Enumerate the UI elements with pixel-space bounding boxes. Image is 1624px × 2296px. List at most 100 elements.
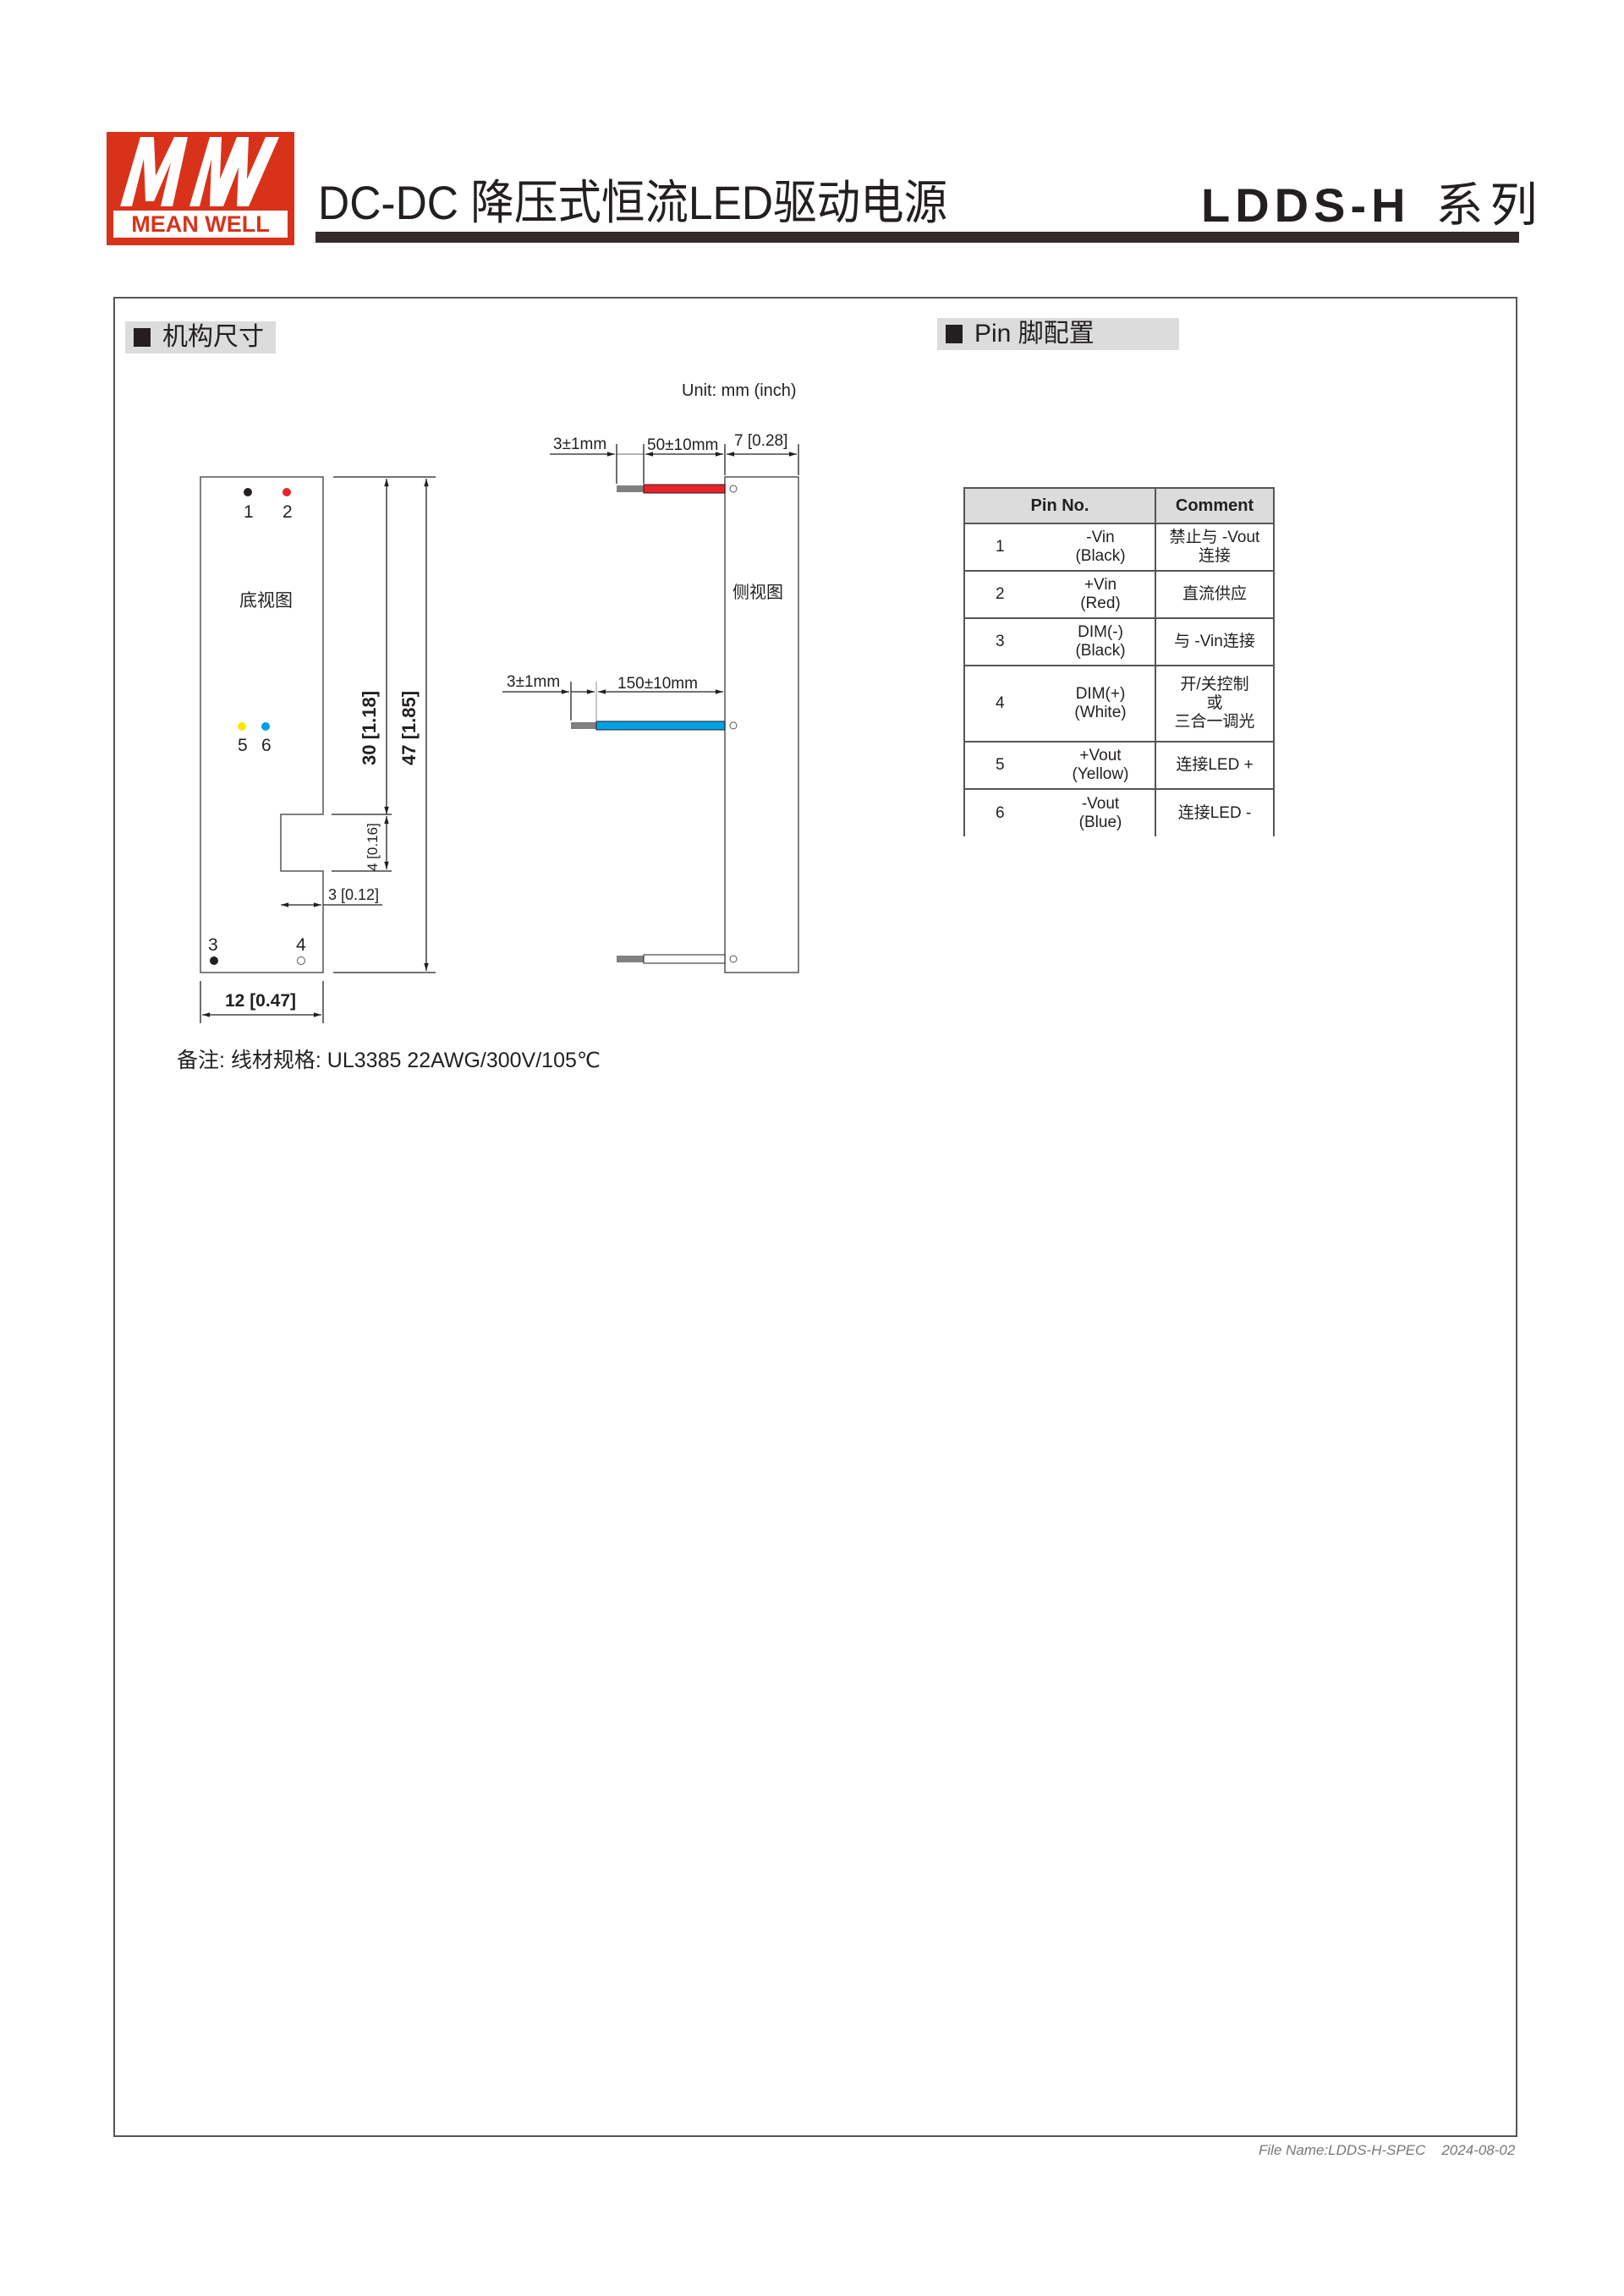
pin-signal: +Vout	[1079, 747, 1122, 764]
pin-5-dot	[238, 722, 246, 731]
footer-file-name: File Name:LDDS-H-SPEC	[1259, 2142, 1426, 2158]
dim-width-12: 12 [0.47]	[225, 991, 296, 1011]
pin-comment-line: 连接	[1198, 547, 1231, 565]
wire-spec-note: 备注: 线材规格: UL3385 22AWG/300V/105℃	[177, 1049, 601, 1072]
pin-signal: DIM(-)	[1078, 623, 1123, 641]
red-wire	[617, 484, 726, 494]
series-title: LDDS-H 系列	[1201, 176, 1544, 235]
column-header-comment: Comment	[1155, 487, 1275, 524]
pin-wire-color: (Red)	[1080, 595, 1121, 612]
pin-wire-color: (Black)	[1075, 642, 1126, 660]
dim-wire-short: 50±10mm	[647, 436, 718, 454]
section-title: Pin 脚配置	[974, 320, 1095, 348]
column-header-pin-no: Pin No.	[963, 487, 1156, 524]
pin-number: 5	[963, 741, 1046, 790]
pin-number: 2	[963, 570, 1046, 619]
unit-label: Unit: mm (inch)	[682, 381, 797, 400]
section-header-pin-config: Pin 脚配置	[937, 318, 1179, 350]
pin-comment-line: 连接LED -	[1177, 803, 1252, 822]
pin-comment: 与 -Vin连接	[1155, 617, 1275, 666]
dim-strip-mid: 3±1mm	[507, 673, 560, 691]
pin-3-dot	[210, 956, 218, 965]
pin-name: DIM(-)(Black)	[1046, 617, 1156, 666]
terminal-icon	[729, 485, 738, 493]
pin-4-dot	[297, 956, 305, 965]
pin-2-dot	[283, 488, 291, 496]
dim-height-47: 47 [1.85]	[398, 691, 420, 765]
pin-1-dot	[244, 488, 252, 496]
pin-comment-line: 直流供应	[1182, 585, 1247, 603]
section-header-mechanical: 机构尺寸	[125, 321, 276, 353]
pin-comment: 连接LED +	[1155, 741, 1275, 790]
terminal-icon	[729, 721, 738, 730]
dim-strip-top: 3±1mm	[553, 436, 606, 453]
pin-comment: 连接LED -	[1155, 788, 1275, 836]
content-frame	[113, 297, 1517, 2137]
pin-signal: DIM(+)	[1075, 685, 1126, 703]
pin-2-label: 2	[283, 502, 293, 522]
pin-number: 1	[963, 523, 1046, 572]
pin-name: +Vin(Red)	[1046, 570, 1156, 619]
white-wire	[617, 954, 726, 964]
bottom-view-outline	[200, 476, 324, 973]
pin-wire-color: (White)	[1074, 704, 1127, 721]
table-header-row: Pin No. Comment	[963, 487, 1275, 524]
pin-name: +Vout(Yellow)	[1046, 741, 1156, 790]
pin-comment: 直流供应	[1155, 570, 1275, 619]
dim-wire-long: 150±10mm	[617, 675, 698, 693]
header-divider	[315, 232, 1519, 243]
mechanical-drawing: Unit: mm (inch) 1 2 底视图 5 6 3 4 30 [1.18…	[177, 381, 799, 1072]
pin-number: 6	[963, 788, 1046, 836]
square-bullet-icon	[946, 325, 963, 343]
pin-wire-color: (Yellow)	[1072, 765, 1129, 783]
logo-brand-text: MEAN WELL	[113, 211, 288, 238]
pin-number: 4	[963, 665, 1046, 743]
pin-6-dot	[261, 722, 270, 731]
pin-comment-line: 开/关控制	[1180, 676, 1249, 693]
document-title: DC-DC 降压式恒流LED驱动电源	[318, 176, 948, 229]
pin-comment-line: 连接LED +	[1176, 756, 1254, 774]
dim-notch-3: 3 [0.12]	[328, 886, 379, 903]
table-row: 6-Vout(Blue)连接LED -	[963, 788, 1275, 836]
pin-signal: -Vin	[1086, 529, 1115, 546]
side-view-label: 侧视图	[732, 583, 783, 602]
series-model: LDDS-H	[1201, 178, 1411, 232]
pin-signal: -Vout	[1081, 794, 1120, 813]
series-suffix: 系列	[1435, 178, 1544, 232]
terminal-icon	[729, 955, 738, 963]
pin-comment-line: 禁止与 -Vout	[1169, 529, 1260, 546]
square-bullet-icon	[134, 328, 151, 347]
pin-5-label: 5	[238, 736, 248, 755]
dim-notch-4: 4 [0.16]	[365, 823, 381, 871]
pin-name: DIM(+)(White)	[1046, 665, 1156, 743]
bottom-view-label: 底视图	[239, 591, 293, 611]
pin-name: -Vin(Black)	[1046, 523, 1156, 572]
dim-depth-7: 7 [0.28]	[734, 432, 787, 450]
pin-6-label: 6	[261, 736, 272, 755]
pin-comment-line: 或	[1206, 694, 1223, 712]
footer-file-info: File Name:LDDS-H-SPEC 2024-08-02	[1259, 2142, 1515, 2159]
pin-1-label: 1	[244, 502, 254, 522]
pin-comment-line: 与 -Vin连接	[1174, 633, 1255, 650]
pin-3-label: 3	[208, 935, 218, 955]
pin-name: -Vout(Blue)	[1046, 788, 1156, 836]
table-row: 2+Vin(Red)直流供应	[963, 570, 1275, 619]
mean-well-logo: MEAN WELL	[107, 132, 294, 245]
section-title: 机构尺寸	[162, 323, 264, 351]
pin-number: 3	[963, 617, 1046, 666]
footer-date: 2024-08-02	[1441, 2142, 1516, 2158]
side-dimension-lines	[502, 444, 799, 721]
pin-signal: +Vin	[1084, 576, 1117, 594]
pin-comment: 开/关控制或三合一调光	[1155, 665, 1275, 743]
pin-comment-line: 三合一调光	[1174, 713, 1255, 731]
pin-wire-color: (Black)	[1075, 547, 1126, 565]
mw-logo-mark-icon	[120, 137, 279, 206]
pin-4-label: 4	[296, 935, 306, 955]
pin-wire-color: (Blue)	[1078, 813, 1122, 831]
dimension-lines	[200, 476, 436, 1023]
blue-wire	[571, 721, 726, 731]
